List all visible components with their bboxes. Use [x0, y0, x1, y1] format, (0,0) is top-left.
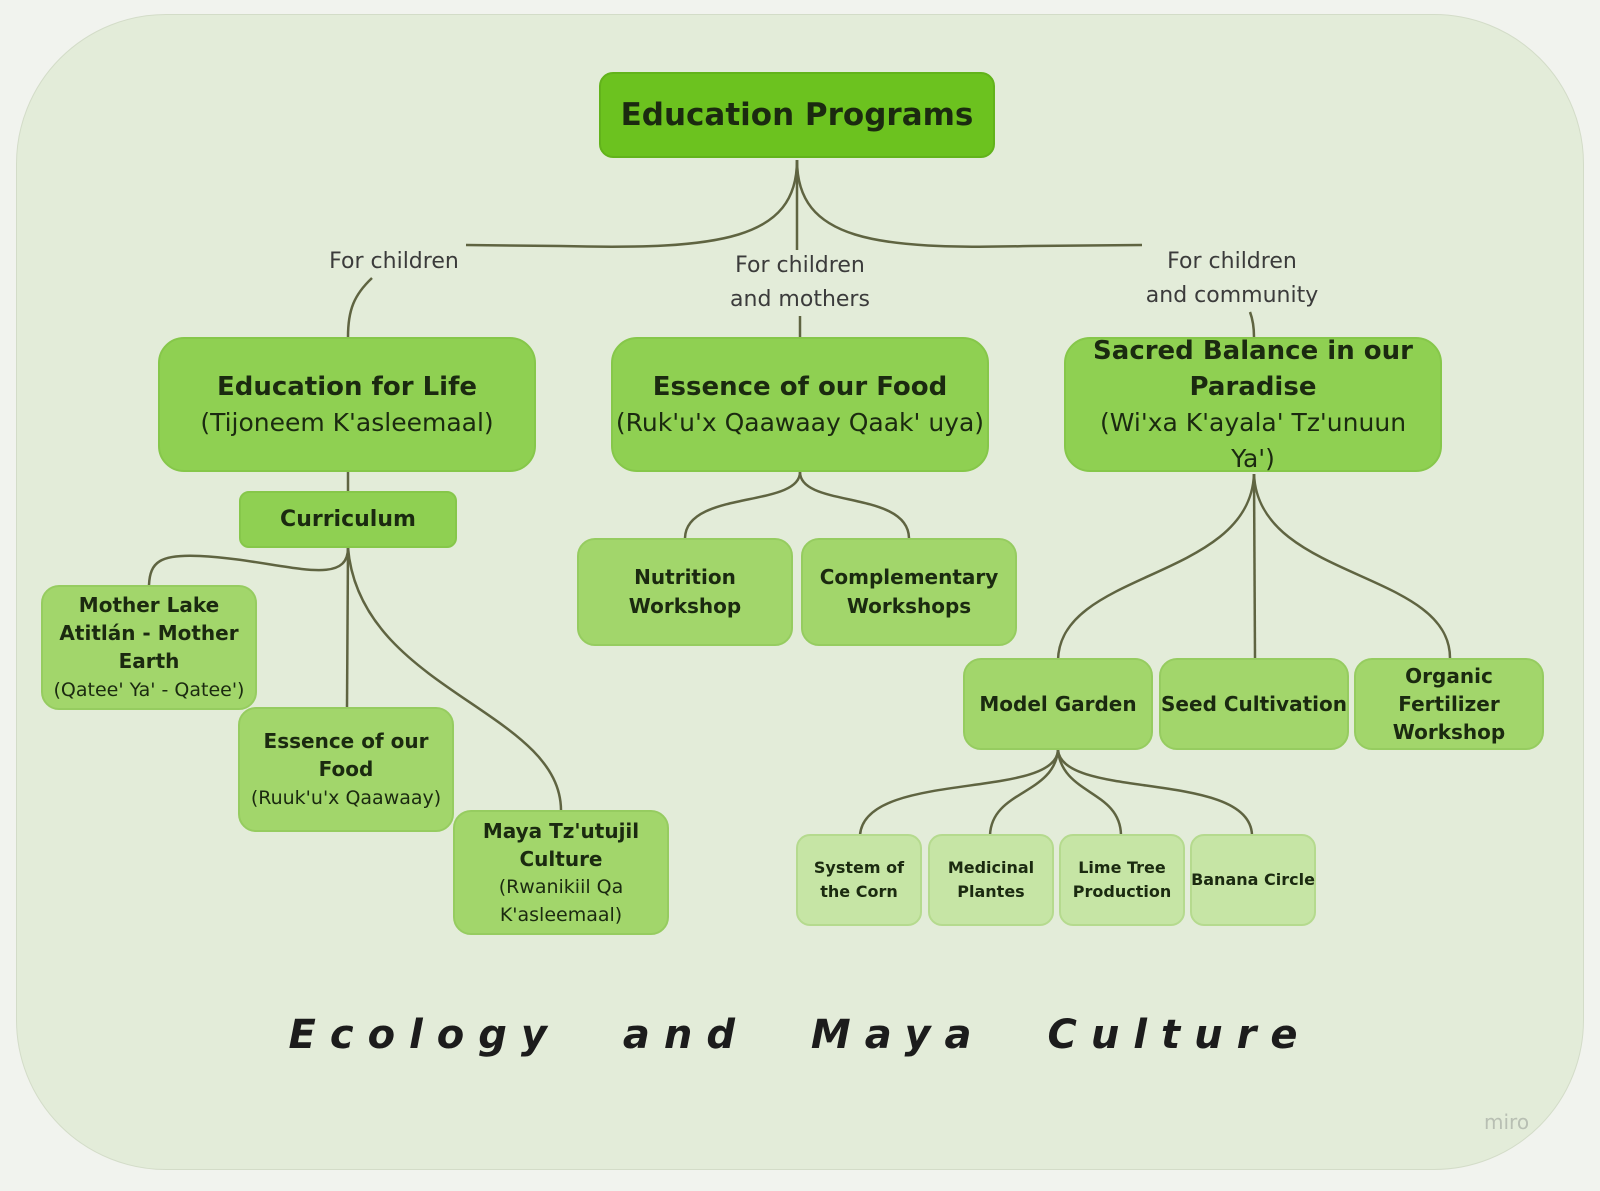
node-lime-tree-production[interactable]: Lime Tree Production [1059, 834, 1185, 926]
node-sacred-balance[interactable]: Sacred Balance in our Paradise (Wi'xa K'… [1064, 336, 1442, 473]
node-title: Banana Circle [1191, 870, 1315, 889]
node-title: Model Garden [979, 692, 1137, 716]
node-title: Mother Lake Atitlán - Mother Earth [59, 592, 239, 673]
node-title: Maya Tz'utujil Culture [482, 818, 640, 871]
edge-label-children-and-mothers: For children and mothers [730, 253, 870, 312]
node-banana-circle[interactable]: Banana Circle [1190, 834, 1316, 926]
node-subtitle: (Qatee' Ya' - Qatee') [53, 678, 245, 701]
node-subtitle: (Ruuk'u'x Qaawaay) [250, 786, 442, 809]
node-subtitle: (Tijoneem K'asleemaal) [200, 407, 494, 437]
node-title: Lime Tree Production [1072, 858, 1172, 901]
diagram-caption: Ecology and Maya Culture [288, 1012, 1312, 1058]
node-title: Education for Life [216, 371, 478, 402]
node-title: Curriculum [280, 507, 416, 532]
node-medicinal-plantes[interactable]: Medicinal Plantes [928, 834, 1054, 926]
node-curriculum[interactable]: Curriculum [239, 491, 457, 548]
node-title: System of the Corn [813, 858, 905, 901]
node-education-for-life[interactable]: Education for Life (Tijoneem K'asleemaal… [158, 337, 536, 472]
node-subtitle: (Ruk'u'x Qaawaay Qaak' uya) [615, 407, 985, 437]
node-maya-tzutujil-culture[interactable]: Maya Tz'utujil Culture (Rwanikiil Qa K'a… [453, 810, 669, 935]
node-complementary-workshops[interactable]: Complementary Workshops [801, 538, 1017, 646]
node-system-of-the-corn[interactable]: System of the Corn [796, 834, 922, 926]
node-title: Nutrition Workshop [628, 565, 742, 618]
node-title: Seed Cultivation [1161, 692, 1347, 716]
node-subtitle: (Rwanikiil Qa K'asleemaal) [498, 875, 624, 926]
root-label: Education Programs [620, 97, 974, 133]
node-essence-of-our-food-curriculum[interactable]: Essence of our Food (Ruuk'u'x Qaawaay) [238, 707, 454, 832]
node-title: Essence of our Food [652, 371, 948, 402]
node-seed-cultivation[interactable]: Seed Cultivation [1159, 658, 1349, 750]
root-node-education-programs[interactable]: Education Programs [599, 72, 995, 158]
node-nutrition-workshop[interactable]: Nutrition Workshop [577, 538, 793, 646]
node-model-garden[interactable]: Model Garden [963, 658, 1153, 750]
node-subtitle: (Wi'xa K'ayala' Tz'unuun Ya') [1099, 407, 1407, 473]
node-essence-of-our-food[interactable]: Essence of our Food (Ruk'u'x Qaawaay Qaa… [611, 337, 989, 472]
edge-label-for-children: For children [329, 249, 459, 274]
edge-label-children-and-community: For children and community [1145, 249, 1319, 308]
node-title: Sacred Balance in our Paradise [1093, 335, 1413, 402]
node-title: Complementary Workshops [819, 565, 999, 618]
miro-watermark: miro [1484, 1110, 1530, 1134]
node-title: Essence of our Food [263, 728, 429, 781]
node-title: Organic Fertilizer Workshop [1392, 664, 1506, 744]
node-organic-fertilizer-workshop[interactable]: Organic Fertilizer Workshop [1354, 658, 1544, 750]
node-title: Medicinal Plantes [947, 858, 1035, 901]
node-mother-lake-atitlan[interactable]: Mother Lake Atitlán - Mother Earth (Qate… [41, 585, 257, 710]
